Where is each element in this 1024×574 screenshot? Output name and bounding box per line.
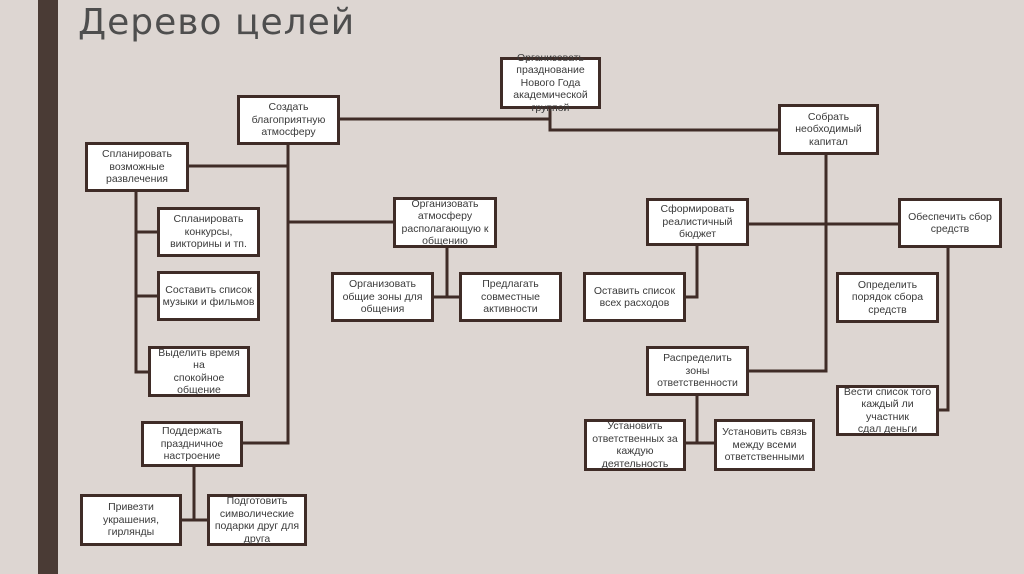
- goal-connect-responsible: Установить связь между всеми ответственн…: [714, 419, 815, 471]
- goal-fund-raising: Обеспечить сбор средств: [898, 198, 1002, 248]
- goal-common-zones: Организовать общие зоны для общения: [331, 272, 434, 322]
- link-organize-trunk: [445, 248, 459, 299]
- goal-payment-list: Вести список того каждый ли участник сда…: [836, 385, 939, 436]
- goal-festive-mood: Поддержать праздничное настроение: [141, 421, 243, 467]
- link-plan-trunk: [134, 192, 148, 374]
- goal-music-list: Составить список музыки и фильмов: [157, 271, 260, 321]
- accent-bar: [38, 0, 58, 574]
- goal-organize-atmosphere: Организовать атмосферу располагающую к о…: [393, 197, 497, 248]
- slide-title: Дерево целей: [78, 2, 356, 43]
- goal-decorations: Привезти украшения, гирлянды: [80, 494, 182, 546]
- goal-calm-time: Выделить время на спокойное общение: [148, 346, 250, 397]
- goal-root: Организовать празднование Нового Года ак…: [500, 52, 601, 114]
- goal-gifts: Подготовить символические подарки друг д…: [207, 494, 307, 546]
- goal-capital: Собрать необходимый капитал: [778, 104, 879, 155]
- link-atmosphere-trunk: [243, 145, 290, 445]
- link-fund-trunk: [939, 248, 950, 412]
- goal-responsibility: Распределить зоны ответственности: [646, 346, 749, 396]
- goal-budget: Сформировать реалистичный бюджет: [646, 198, 749, 246]
- link-budget-expenses: [686, 246, 699, 299]
- link-root-capital: [548, 109, 778, 132]
- goal-atmosphere: Создать благоприятную атмосферу: [237, 95, 340, 145]
- goal-plan-contests: Спланировать конкурсы, викторины и тп.: [157, 207, 260, 257]
- link-capital-trunk: [749, 155, 828, 373]
- goal-collection-order: Определить порядок сбора средств: [836, 272, 939, 323]
- goal-plan-entertainment: Спланировать возможные развлечения: [85, 142, 189, 192]
- goal-assign-responsible: Установить ответственных за каждую деяте…: [584, 419, 686, 471]
- goal-joint-activities: Предлагать совместные активности: [459, 272, 562, 322]
- goal-expenses-list: Оставить список всех расходов: [583, 272, 686, 322]
